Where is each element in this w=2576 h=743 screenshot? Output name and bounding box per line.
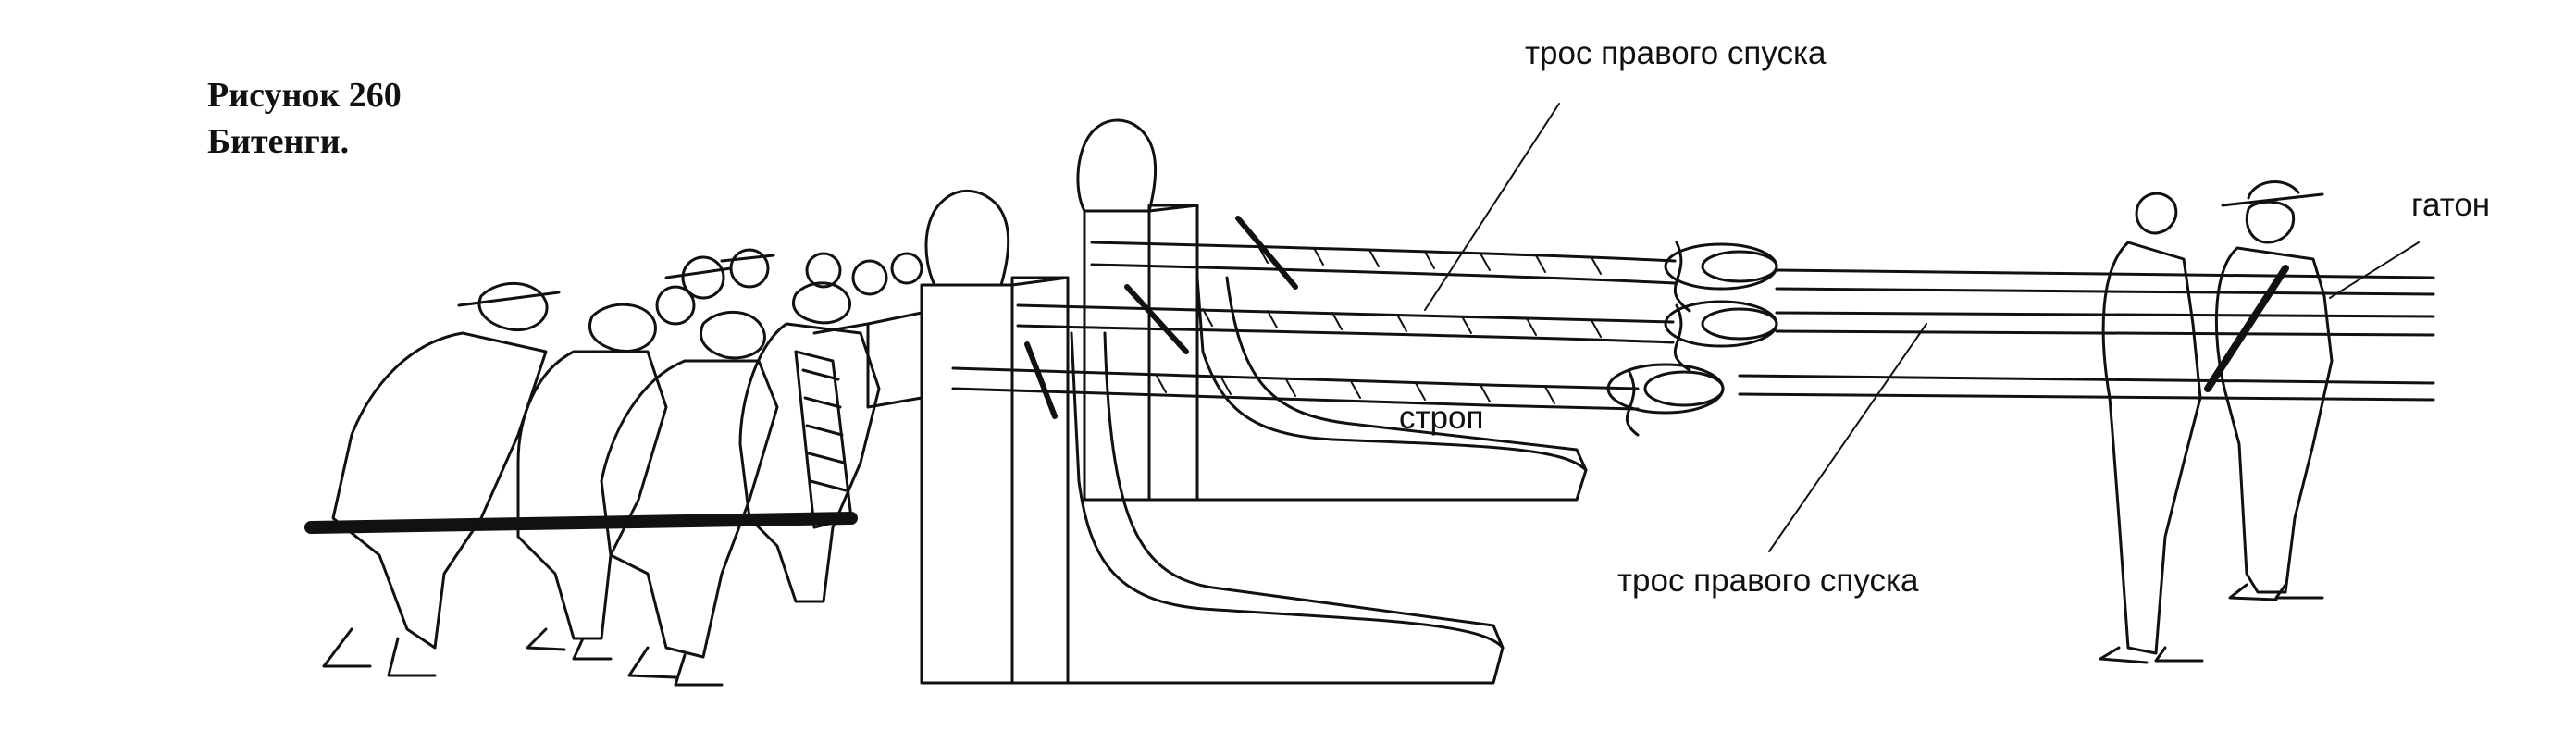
leader-tros-bottom bbox=[1768, 323, 1927, 552]
label-tros-bottom: трос правого спуска bbox=[1617, 563, 1919, 599]
cables bbox=[951, 241, 1677, 411]
figure-caption: Рисунок 260 Битенги. bbox=[207, 72, 402, 165]
lashing-coils bbox=[1606, 241, 1778, 437]
figure-number: Рисунок 260 bbox=[207, 76, 402, 115]
leader-gaton bbox=[2329, 241, 2420, 299]
cable-twists bbox=[1156, 245, 1602, 404]
leader-lines bbox=[1424, 103, 2420, 552]
label-tros-top: трос правого спуска bbox=[1525, 35, 1827, 71]
crew-right-group bbox=[2099, 180, 2334, 664]
front-bitt-post bbox=[920, 189, 1505, 685]
label-gaton: гатон bbox=[2411, 187, 2491, 223]
rear-bitt-post bbox=[1076, 118, 1588, 502]
leader-tros-top bbox=[1424, 103, 1560, 311]
toggles bbox=[1024, 216, 1298, 419]
handspike-bar bbox=[304, 512, 858, 534]
messenger-drum bbox=[794, 350, 853, 529]
crossbeam bbox=[812, 311, 923, 409]
figure-title: Битенги. bbox=[207, 122, 350, 161]
crew-hauling-group bbox=[322, 248, 923, 687]
